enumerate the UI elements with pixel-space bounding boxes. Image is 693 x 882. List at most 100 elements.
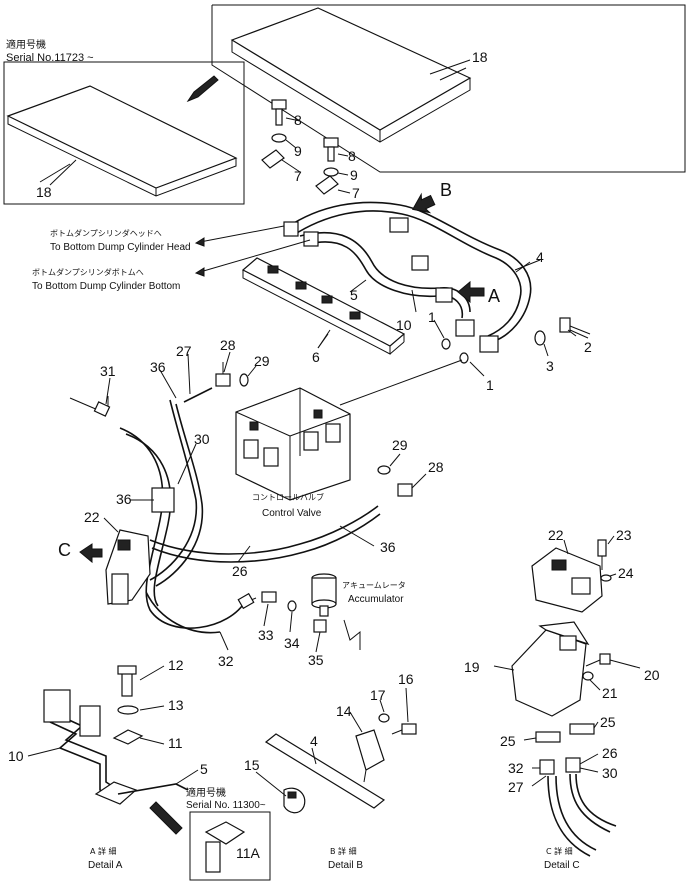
hose-band-36	[151, 487, 175, 513]
callout-11A: 11A	[236, 845, 261, 861]
callout-30: 30	[194, 431, 210, 447]
o-ring-29-right	[377, 465, 391, 475]
dest-bottom-jp: ボトムダンプシリンダボトムへ	[32, 267, 144, 277]
accumulator-en: Accumulator	[348, 594, 404, 605]
callout-28-right: 28	[428, 459, 444, 475]
detail-b-harness	[264, 733, 386, 809]
callout-1a: 1	[428, 309, 436, 325]
callout-10-detail-a: 10	[8, 748, 24, 764]
washer-17	[378, 713, 390, 723]
serial-jp-detail-a: 適用号機	[186, 786, 226, 799]
callout-9-right: 9	[350, 167, 358, 183]
callout-19: 19	[464, 659, 480, 675]
callout-20: 20	[644, 667, 660, 683]
serial-en-detail-a: Serial No. 11300~	[186, 800, 266, 811]
detail-a-en: Detail A	[88, 860, 123, 871]
washer-9-right	[323, 167, 349, 177]
bracket-6	[241, 257, 406, 355]
callout-3: 3	[546, 358, 554, 374]
detail-a-jp: A 詳 細	[90, 846, 117, 856]
o-ring-1b	[459, 352, 469, 364]
callout-36-a: 36	[150, 359, 166, 375]
callout-8-right: 8	[348, 148, 356, 164]
clamp-14	[355, 729, 385, 783]
serial-jp-top: 適用号機	[6, 38, 46, 51]
callout-17: 17	[370, 687, 386, 703]
callout-2: 2	[584, 339, 592, 355]
floor-plate-top	[211, 4, 686, 173]
fitting-28-top	[215, 362, 231, 387]
callout-34: 34	[284, 635, 300, 651]
leader-lines	[27, 59, 617, 797]
hose-line	[339, 359, 463, 406]
callout-22-left: 22	[84, 509, 100, 525]
bolt-2	[559, 317, 591, 339]
callout-16: 16	[398, 671, 414, 687]
detail-b-en: Detail B	[328, 860, 363, 871]
bolt-20	[585, 653, 641, 669]
callout-9-left: 9	[294, 143, 302, 159]
detail-c-bracket-19	[511, 621, 590, 717]
callout-5-detail-a: 5	[200, 761, 208, 777]
part-35	[313, 619, 361, 650]
part-34	[287, 600, 297, 612]
clamp-7-left	[261, 149, 301, 173]
callout-6: 6	[312, 349, 320, 365]
fitting-31	[69, 396, 111, 417]
control-valve	[235, 387, 351, 501]
callout-31: 31	[100, 363, 116, 379]
view-arrow-c	[79, 543, 103, 564]
clamp-7-right	[315, 175, 351, 195]
callout-10: 10	[396, 317, 412, 333]
callout-26-detail-c: 26	[602, 745, 618, 761]
callout-8-left: 8	[294, 112, 302, 128]
dest-head-en: To Bottom Dump Cylinder Head	[50, 242, 191, 253]
washer-9-left	[271, 133, 297, 149]
callout-15: 15	[244, 757, 260, 773]
serial-en-top: Serial No.11723 ~	[6, 52, 94, 64]
callout-27: 27	[176, 343, 192, 359]
detail-c-jp: C 詳 細	[546, 846, 573, 856]
callout-32-main: 32	[218, 653, 234, 669]
callout-36-c: 36	[380, 539, 396, 555]
callout-14: 14	[336, 703, 352, 719]
detail-c-en: Detail C	[544, 860, 580, 871]
callout-13: 13	[168, 697, 184, 713]
o-ring-1a	[441, 338, 451, 350]
bolt-12	[117, 665, 137, 697]
leader-head	[199, 225, 285, 243]
washer-13	[117, 705, 139, 715]
callout-33: 33	[258, 627, 274, 643]
part-33	[261, 591, 277, 603]
dest-head-jp: ボトムダンプシリンダヘッドへ	[50, 228, 162, 238]
callout-32-detail-c: 32	[508, 760, 524, 776]
callout-25-left: 25	[500, 733, 516, 749]
callout-29-top: 29	[254, 353, 270, 369]
washer-3	[534, 330, 549, 357]
detail-c-solenoid	[531, 539, 612, 613]
callout-30-detail-c: 30	[602, 765, 618, 781]
callout-29-right: 29	[392, 437, 408, 453]
leader-bottom	[199, 239, 311, 273]
fitting-28-right	[397, 473, 427, 497]
callout-24: 24	[618, 565, 634, 581]
accumulator	[311, 573, 337, 617]
bolt-8-right	[323, 137, 349, 162]
washer-21	[582, 671, 594, 681]
bolt-8-left	[271, 99, 301, 126]
control-valve-jp: コントロールバルブ	[252, 492, 324, 502]
view-label-b: B	[440, 180, 452, 200]
clamp-11	[112, 729, 144, 745]
callout-21: 21	[602, 685, 618, 701]
detail-b-jp: B 詳 細	[330, 846, 357, 856]
callout-25-right: 25	[600, 714, 616, 730]
callout-5: 5	[350, 287, 358, 303]
callout-7-left: 7	[294, 168, 302, 184]
o-ring-29-top	[239, 373, 249, 387]
detail-a-bracket	[43, 689, 189, 805]
view-label-a: A	[488, 286, 500, 306]
callout-36-b: 36	[116, 491, 132, 507]
callout-22-detail-c: 22	[548, 527, 564, 543]
hatched-arrow-detail-a	[149, 801, 183, 835]
